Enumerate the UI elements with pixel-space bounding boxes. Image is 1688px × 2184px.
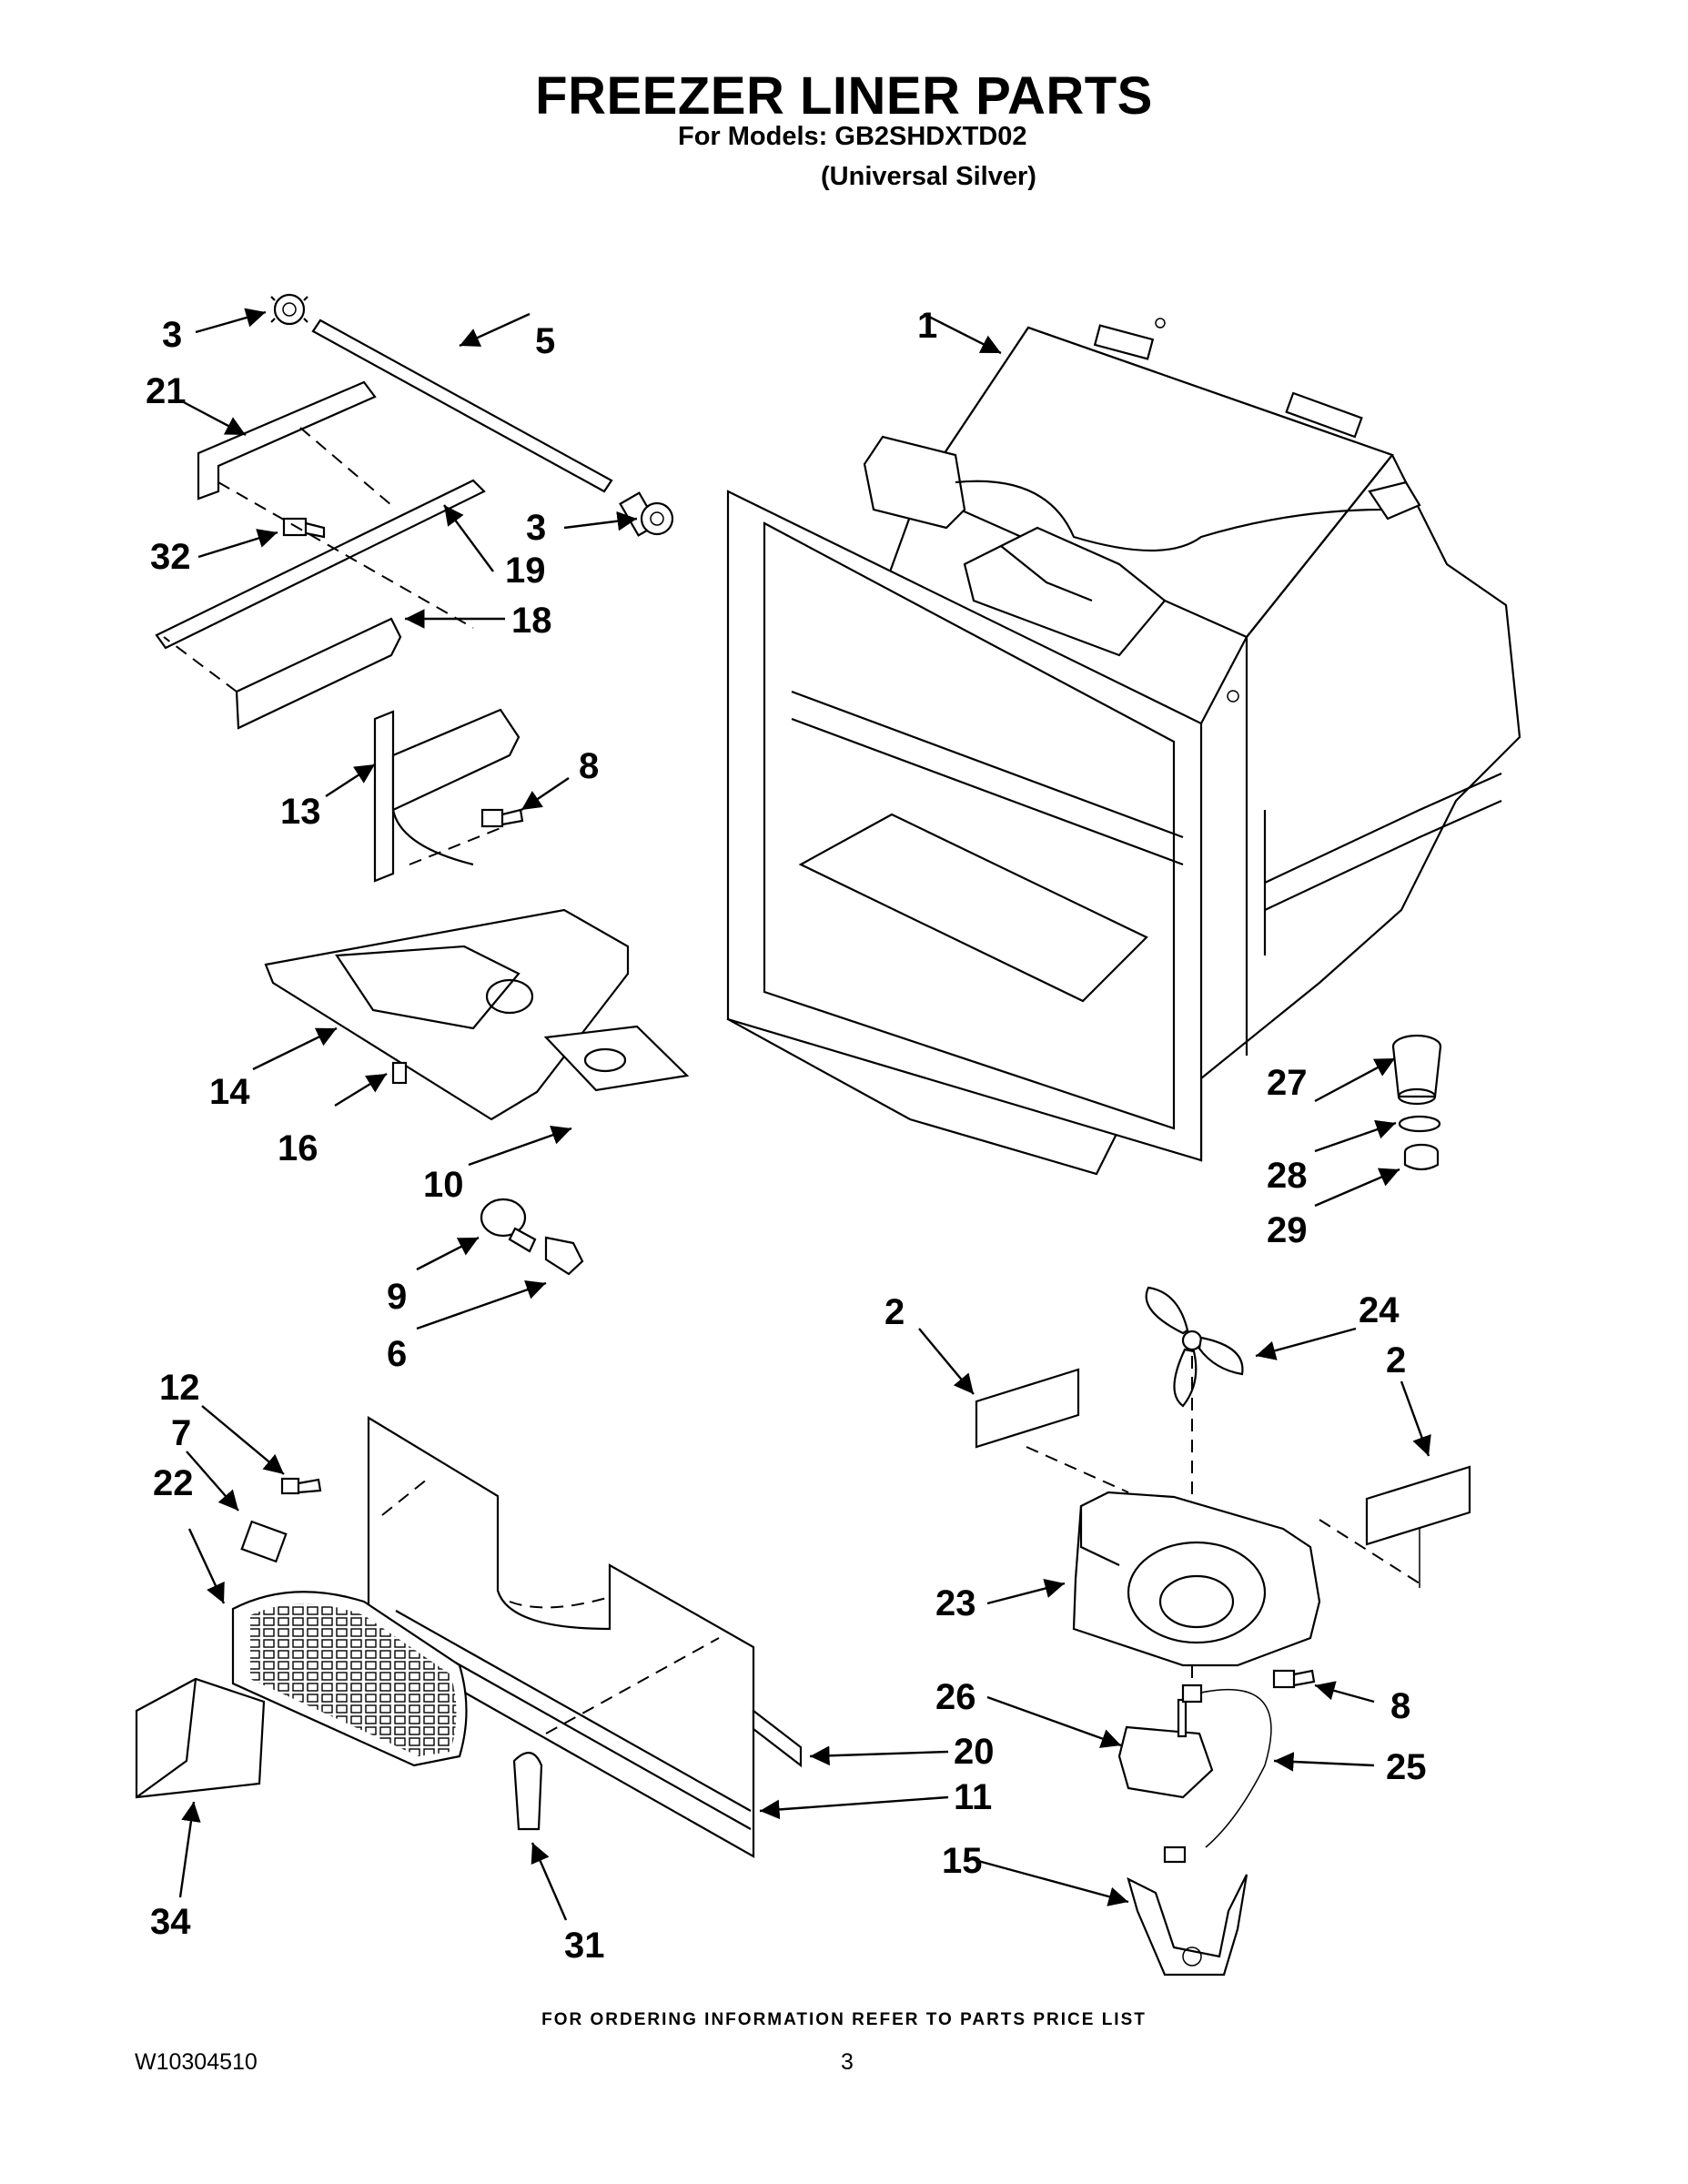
callout-part-10: 10 (423, 1165, 464, 1205)
seal-20 (752, 1708, 803, 1768)
rail-19 (155, 479, 486, 650)
ordering-note: FOR ORDERING INFORMATION REFER TO PARTS … (541, 2010, 1147, 2029)
bracket-15 (1127, 1845, 1248, 1977)
block-2-left (975, 1368, 1080, 1449)
duct-13 (373, 708, 521, 883)
color-variant: (Universal Silver) (821, 162, 1036, 191)
callout-part-24: 24 (1359, 1290, 1400, 1330)
callout-part-32: 32 (150, 537, 191, 577)
model-number: For Models: GB2SHDXTD02 (678, 122, 1027, 151)
callout-part-22: 22 (153, 1463, 194, 1503)
motor-26 (1117, 1684, 1272, 1848)
callout-part-31: 31 (564, 1926, 605, 1966)
tray-14 (264, 908, 630, 1121)
callout-part-19: 19 (505, 551, 546, 591)
callout-part-16: 16 (278, 1128, 318, 1168)
grommet-29 (1403, 1143, 1440, 1171)
screw-8-lower (1272, 1669, 1316, 1689)
light-bulb-9 (480, 1198, 537, 1253)
callout-part-9: 9 (387, 1277, 408, 1317)
callout-part-8: 8 (579, 746, 600, 786)
block-2-right (1365, 1465, 1471, 1546)
callout-part-3: 3 (162, 315, 183, 355)
callout-part-6: 6 (387, 1334, 408, 1374)
fan-blade-24 (1145, 1286, 1244, 1408)
panel-11 (367, 1416, 755, 1858)
callout-part-29: 29 (1267, 1210, 1308, 1250)
shaft-rod (311, 318, 613, 493)
sheet-10 (543, 1025, 690, 1092)
callout-part-34: 34 (150, 1902, 191, 1942)
rail-18 (235, 617, 402, 730)
callout-part-11: 11 (954, 1777, 993, 1817)
callout-part-21: 21 (146, 371, 187, 411)
socket-6 (544, 1236, 584, 1276)
screw-12 (280, 1477, 322, 1495)
callout-part-14: 14 (209, 1072, 250, 1112)
screw-8-upper (480, 808, 524, 828)
ring-28 (1398, 1115, 1441, 1133)
callout-part-15: 15 (942, 1841, 983, 1881)
bracket-21 (197, 380, 377, 500)
callout-part-3-right: 3 (526, 508, 547, 548)
callout-part-2: 2 (884, 1292, 905, 1332)
cup-27 (1391, 1034, 1442, 1106)
callout-part-5: 5 (535, 321, 556, 361)
callout-part-13: 13 (280, 792, 321, 832)
callout-part-2-right: 2 (1386, 1340, 1407, 1380)
callout-part-28: 28 (1267, 1156, 1308, 1196)
shroud-23 (1072, 1491, 1321, 1667)
callout-part-25: 25 (1386, 1747, 1427, 1787)
document-number: W10304510 (135, 2049, 258, 2075)
callout-part-8-lower: 8 (1390, 1686, 1411, 1726)
page-title: FREEZER LINER PARTS (535, 66, 1153, 126)
freezer-liner (726, 318, 1521, 1176)
screw-32 (282, 517, 326, 539)
callout-part-18: 18 (511, 601, 552, 641)
callout-part-12: 12 (159, 1368, 200, 1408)
switch-7 (240, 1520, 288, 1563)
gear-right (619, 491, 674, 537)
page-number: 3 (841, 2049, 854, 2075)
leader-lines (178, 308, 1431, 1921)
callout-part-27: 27 (1267, 1063, 1308, 1103)
shield-31 (512, 1752, 543, 1831)
callout-part-1: 1 (917, 306, 938, 346)
callout-part-7: 7 (171, 1413, 192, 1453)
clip-16 (391, 1061, 408, 1085)
grille-22 (231, 1591, 468, 1767)
callout-part-20: 20 (954, 1732, 995, 1772)
callout-part-23: 23 (935, 1583, 976, 1623)
callout-part-26: 26 (935, 1677, 976, 1717)
cover-34 (135, 1677, 266, 1799)
gear-top (270, 293, 308, 326)
